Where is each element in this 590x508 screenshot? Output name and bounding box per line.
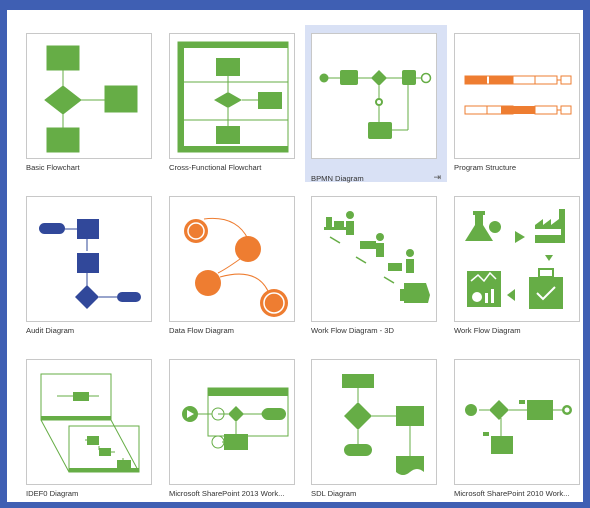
template-label: BPMN Diagram	[311, 174, 364, 183]
template-label: Microsoft SharePoint 2013 Work...	[169, 489, 285, 498]
sharepoint-2013-workflow-thumbnail	[169, 359, 295, 485]
template-label: Data Flow Diagram	[169, 326, 234, 335]
template-basic-flowchart[interactable]: Basic Flowchart	[20, 29, 160, 174]
template-idef0-diagram[interactable]: IDEF0 Diagram	[20, 355, 160, 500]
program-structure-thumbnail	[454, 33, 580, 159]
template-work-flow-3d[interactable]: Work Flow Diagram - 3D	[305, 192, 445, 337]
template-label: IDEF0 Diagram	[26, 489, 79, 498]
template-label: Work Flow Diagram - 3D	[311, 326, 394, 335]
template-label: Program Structure	[454, 163, 517, 172]
sharepoint-2010-workflow-thumbnail	[454, 359, 580, 485]
template-bpmn-diagram[interactable]: BPMN Diagram ⇥	[305, 25, 447, 183]
idef0-diagram-thumbnail	[26, 359, 152, 485]
template-label: Audit Diagram	[26, 326, 75, 335]
template-data-flow-diagram[interactable]: Data Flow Diagram	[163, 192, 303, 337]
template-label: Microsoft SharePoint 2010 Work...	[454, 489, 570, 498]
template-cross-functional-flowchart[interactable]: Cross-Functional Flowchart	[163, 29, 303, 174]
template-label: SDL Diagram	[311, 489, 357, 498]
basic-flowchart-thumbnail	[26, 33, 152, 159]
template-audit-diagram[interactable]: Audit Diagram	[20, 192, 160, 337]
template-program-structure[interactable]: Program Structure	[448, 29, 588, 174]
template-work-flow-diagram[interactable]: Work Flow Diagram	[448, 192, 588, 337]
template-label: Work Flow Diagram	[454, 326, 521, 335]
cross-functional-flowchart-thumbnail	[169, 33, 295, 159]
bpmn-diagram-thumbnail	[311, 33, 437, 159]
work-flow-diagram-thumbnail	[454, 196, 580, 322]
audit-diagram-thumbnail	[26, 196, 152, 322]
work-flow-3d-thumbnail	[311, 196, 437, 322]
data-flow-diagram-thumbnail	[169, 196, 295, 322]
template-sharepoint-2013-workflow[interactable]: Microsoft SharePoint 2013 Work...	[163, 355, 303, 500]
template-label: Basic Flowchart	[26, 163, 80, 172]
template-label: Cross-Functional Flowchart	[169, 163, 262, 172]
template-sharepoint-2010-workflow[interactable]: Microsoft SharePoint 2010 Work...	[448, 355, 588, 500]
sdl-diagram-thumbnail	[311, 359, 437, 485]
template-sdl-diagram[interactable]: SDL Diagram	[305, 355, 445, 500]
pin-icon[interactable]: ⇥	[433, 172, 441, 182]
